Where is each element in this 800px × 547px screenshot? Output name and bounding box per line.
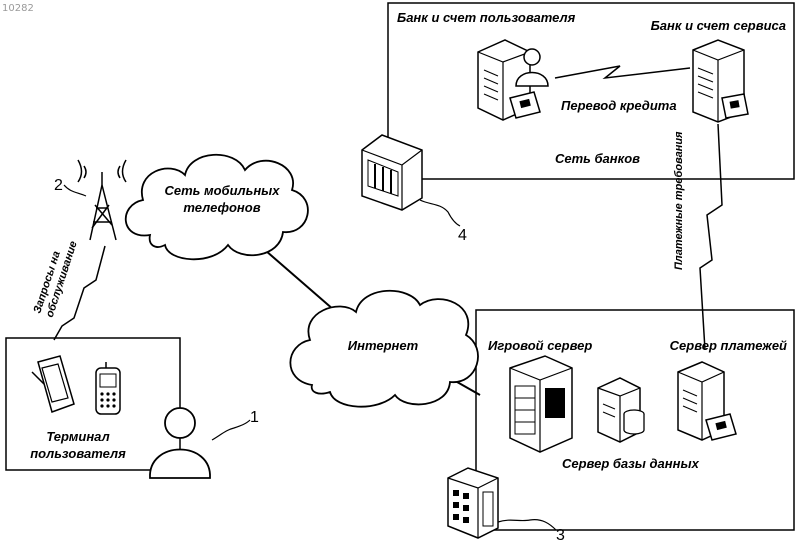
database-icon <box>624 410 644 434</box>
office-building-icon <box>448 468 498 538</box>
bank-building-icon <box>362 135 422 210</box>
payment-server-label: Сервер платежей <box>670 338 787 353</box>
ref-1: 1 <box>250 409 259 426</box>
game-server-icon <box>510 356 572 452</box>
bank-service-label: Банк и счет сервиса <box>651 18 786 33</box>
ref-3: 3 <box>556 527 565 544</box>
user-terminal-label-1: Терминал <box>46 429 109 444</box>
watermark: 10282 <box>2 3 34 14</box>
mobile-network-label-1: Сеть мобильных <box>164 183 280 198</box>
credit-transfer-lightning-icon <box>555 66 690 78</box>
ref-1-leader <box>212 420 250 440</box>
service-requests-label: Запросы на обслуживание <box>31 236 79 319</box>
user-terminal-label-2: пользователя <box>30 446 126 461</box>
ref-4: 4 <box>458 227 467 244</box>
antenna-tower-icon <box>78 160 126 240</box>
payment-link-lightning-icon <box>700 124 722 350</box>
bank-network-label: Сеть банков <box>555 151 640 166</box>
ref-2-leader <box>64 185 86 196</box>
pda-icon <box>32 356 74 412</box>
ref-3-leader <box>498 520 556 530</box>
database-server-label: Сервер базы данных <box>562 456 700 471</box>
payment-requirements-label: Платежные требования <box>673 131 685 270</box>
credit-transfer-label: Перевод кредита <box>561 98 677 113</box>
internet-label: Интернет <box>348 338 419 353</box>
game-server-label: Игровой сервер <box>488 338 592 353</box>
bank-user-label: Банк и счет пользователя <box>397 10 576 25</box>
ref-2: 2 <box>54 177 63 194</box>
ref-4-leader <box>420 200 460 226</box>
mobile-phone-icon <box>96 362 120 414</box>
mobile-network-label-2: телефонов <box>183 200 260 215</box>
service-card-icon <box>722 94 748 118</box>
